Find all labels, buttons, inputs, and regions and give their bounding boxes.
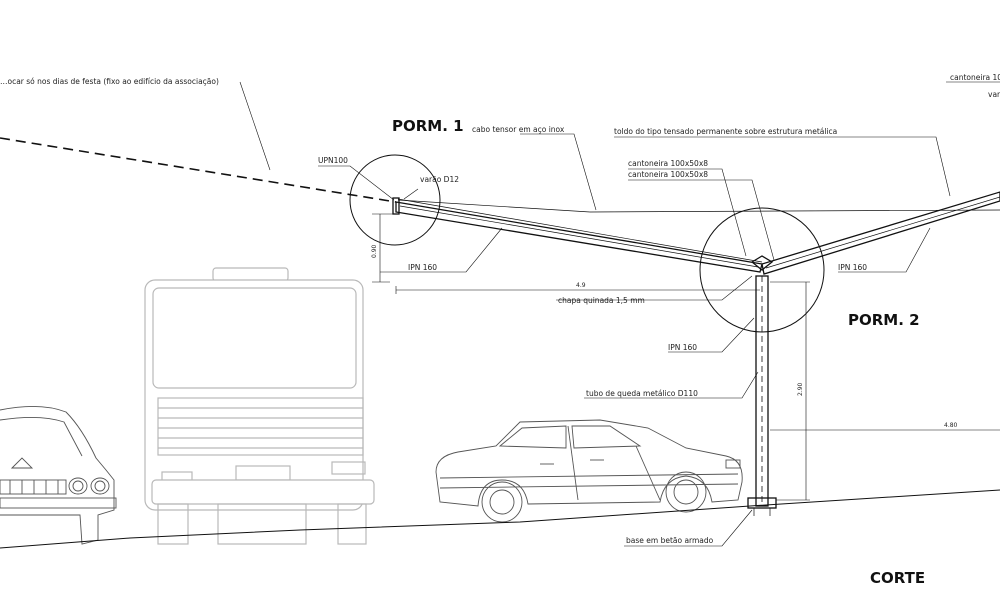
- label-toldo-tensado: toldo do tipo tensado permanente sobre e…: [614, 127, 837, 136]
- left-car-outline: [0, 405, 117, 545]
- label-porm2: PORM. 2: [848, 311, 920, 329]
- ground-line: [0, 489, 1000, 549]
- bus-outline: [144, 267, 375, 545]
- dimension-lines: [372, 213, 1000, 501]
- sedan-outline: [435, 419, 743, 523]
- label-cabo-tensor: cabo tensor em aço inox: [472, 125, 565, 134]
- label-ipn160-col: IPN 160: [668, 343, 697, 352]
- label-ipn160-right: IPN 160: [838, 263, 867, 272]
- label-porm1: PORM. 1: [392, 117, 464, 135]
- label-cantoneira-2: cantoneira 100x50x8: [628, 170, 708, 179]
- steel-structure: [0, 137, 1000, 516]
- leader-lines: [239, 81, 1000, 547]
- label-ipn160-left: IPN 160: [408, 263, 437, 272]
- detail-circle-porm2: [699, 207, 825, 333]
- label-cantoneira-1: cantoneira 100x50x8: [628, 159, 708, 168]
- label-toldo-retractable: …ocar só nos dias de festa (fixo ao edif…: [0, 77, 219, 86]
- dim-span-right: 4.80: [944, 422, 958, 429]
- label-upn100: UPN100: [318, 156, 348, 165]
- label-chapa: chapa quinada 1,5 mm: [558, 296, 645, 305]
- label-varao-right: varã: [988, 90, 1000, 99]
- label-varao-d12: varão D12: [420, 175, 459, 184]
- dim-height-left: 0.90: [371, 244, 378, 258]
- label-base: base em betão armado: [626, 536, 714, 545]
- detail-circle-porm1: [349, 154, 441, 246]
- label-corte: CORTE: [870, 569, 925, 587]
- dim-height-col: 2.90: [797, 382, 804, 396]
- dim-span-left: 4.9: [576, 282, 586, 289]
- label-cantoneira-right: cantoneira 10: [950, 73, 1000, 82]
- label-tubo: tubo de queda metálico D110: [586, 389, 698, 398]
